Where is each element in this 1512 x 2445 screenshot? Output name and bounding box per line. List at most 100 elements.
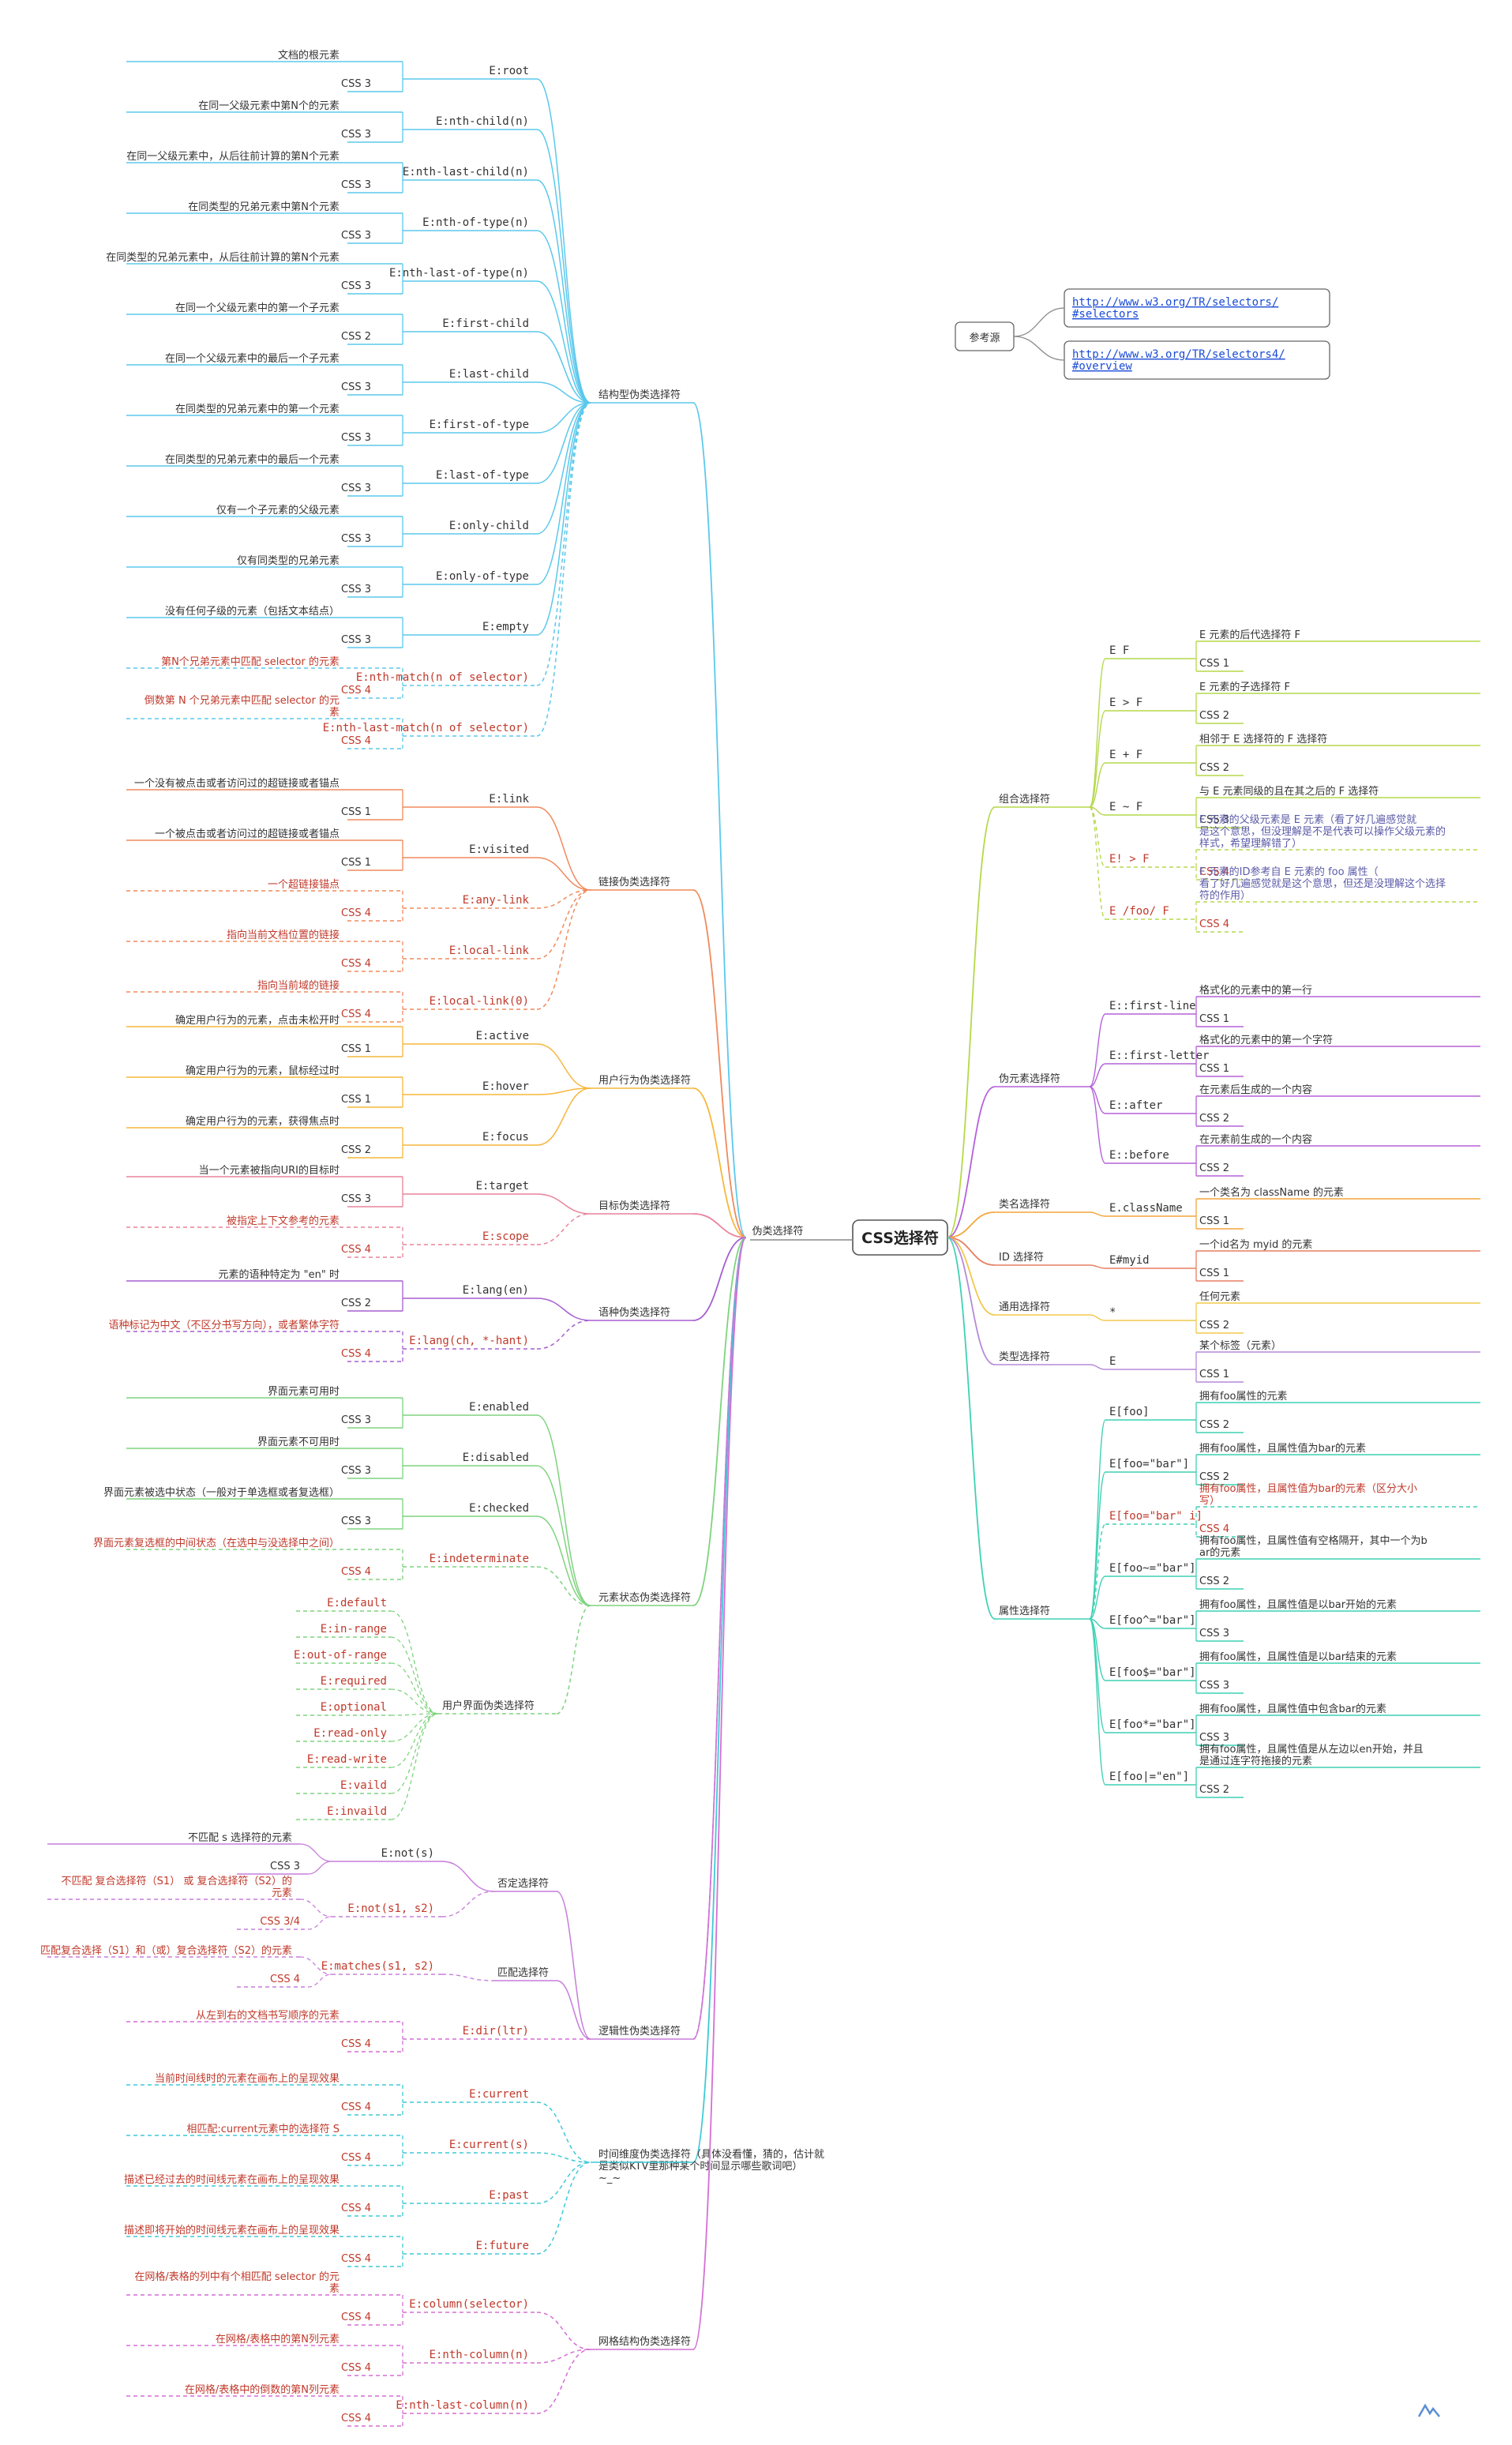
group-label-4: 语种伪类选择符 [598, 1306, 670, 1319]
connector-line [536, 2349, 591, 2414]
selector-node: E:last-child [449, 368, 529, 381]
selector-description: 格式化的元素中的第一个字符 [1199, 1034, 1333, 1046]
selector-node: E ~ F [1109, 801, 1142, 813]
connector-line [947, 806, 996, 1238]
selector-node: E:current(s) [449, 2139, 529, 2151]
selector-node: E:nth-last-child(n) [403, 166, 529, 178]
connector-line [1089, 1523, 1106, 1620]
connector-line [1089, 1264, 1106, 1269]
selector-description: 相邻于 E 选择符的 F 选择符 [1199, 733, 1327, 746]
css-version: CSS 3 [341, 78, 371, 90]
selector-description: 拥有foo属性，且属性值是以bar结束的元素 [1199, 1651, 1397, 1663]
css-version: CSS 4 [341, 2312, 371, 2323]
css-version: CSS 2 [1199, 1320, 1229, 1331]
selector-description: 文档的根元素 [278, 49, 340, 62]
selector-node: E:first-of-type [430, 419, 529, 431]
connector-line [390, 1662, 439, 1715]
selector-node: E[foo="bar" i] [1109, 1510, 1202, 1523]
selector-description: F 元素的父级元素是 E 元素（看了好几遍感觉就是这个意思，但没理解是不是代表可… [1199, 813, 1446, 850]
selector-description: 在同类型的兄弟元素中的最后一个元素 [165, 453, 340, 466]
selector-description: 界面元素复选框的中间状态（在选中与没选择中之间） [93, 1537, 340, 1549]
connector-line [390, 1713, 439, 1768]
connector-line [947, 1237, 996, 1365]
connector-line [1089, 806, 1106, 920]
connector-line [299, 1843, 332, 1862]
css-version: CSS 2 [1199, 1162, 1229, 1174]
selector-description: 确定用户行为的元素，点击未松开时 [175, 1014, 340, 1027]
connector-line [441, 1974, 494, 1981]
connector-line [1089, 1576, 1106, 1620]
selector-node: E:scope [482, 1230, 529, 1243]
css-version: CSS 4 [341, 1244, 371, 1256]
selector-description: 描述已经过去的时间线元素在画布上的呈现效果 [124, 2173, 340, 2186]
css-version: CSS 1 [1199, 1063, 1229, 1075]
subgroup-label: 用户界面伪类选择符 [442, 1699, 535, 1712]
connector-line [536, 1298, 591, 1321]
connector-line [390, 1713, 439, 1742]
selector-node: E /foo/ F [1109, 905, 1169, 918]
selector-description: 描述即将开始的时间线元素在画布上的呈现效果 [124, 2224, 340, 2237]
selector-node: E:last-of-type [436, 469, 529, 482]
selector-description: 没有任何子级的元素（包括文本结点） [165, 605, 340, 618]
selector-node: E:column(selector) [409, 2298, 529, 2311]
css-version: CSS 1 [1199, 1268, 1229, 1279]
selector-node: E:nth-child(n) [436, 115, 529, 128]
selector-node: E[foo] [1109, 1406, 1150, 1418]
connector-line [1089, 1471, 1106, 1620]
css-version: CSS 4 [1199, 866, 1229, 878]
ui-selector-node: E:in-range [321, 1623, 387, 1636]
connector-line [1089, 710, 1106, 808]
reference-label: 参考源 [969, 332, 1000, 344]
selector-node: E:only-of-type [436, 570, 529, 583]
connector-line [299, 1956, 332, 1975]
selector-node: E[foo*="bar"] [1109, 1718, 1196, 1731]
css-version: CSS 3 [341, 1414, 371, 1426]
connector-line [536, 2349, 591, 2364]
connector-line [1089, 762, 1106, 808]
connector-line [536, 1043, 591, 1089]
connector-line [692, 1237, 747, 2040]
css-version: CSS 4 [341, 1348, 371, 1360]
selector-node: E[foo^="bar"] [1109, 1614, 1196, 1627]
connector-line [536, 402, 591, 535]
selector-description: 在网格/表格中的第N列元素 [216, 2333, 340, 2345]
css-version: CSS 4 [341, 2101, 371, 2113]
selector-node: E:indeterminate [430, 1553, 529, 1565]
css-version: CSS 1 [341, 1043, 371, 1055]
css-version: CSS 3 [1199, 814, 1229, 826]
css-version: CSS 2 [1199, 762, 1229, 774]
right-group-label-3: ID 选择符 [999, 1251, 1044, 1264]
connector-line [692, 1237, 747, 2163]
css-version: CSS 3 [341, 533, 371, 545]
css-version: CSS 1 [341, 806, 371, 818]
css-version: CSS 2 [1199, 1576, 1229, 1587]
ui-selector-node: E:optional [321, 1701, 387, 1714]
connector-line [307, 1974, 332, 1988]
css-version: CSS 1 [341, 857, 371, 869]
connector-line [536, 402, 591, 484]
selector-description: 与 E 元素同级的且在其之后的 F 选择符 [1199, 785, 1379, 798]
css-version: CSS 4 [270, 1974, 300, 1985]
selector-description: 界面元素被选中状态（一般对于单选框或者复选框） [103, 1486, 340, 1499]
css-version: CSS 4 [341, 2253, 371, 2265]
selector-node: E:matches(s1, s2) [321, 1960, 434, 1973]
css-version: CSS 1 [1199, 1013, 1229, 1025]
css-version: CSS 4 [341, 958, 371, 970]
connector-line [1089, 1618, 1106, 1681]
css-version: CSS 2 [1199, 1419, 1229, 1431]
connector-line [536, 2152, 591, 2163]
selector-node: E! > F [1109, 853, 1150, 866]
connector-line [390, 1713, 439, 1794]
selector-node: E:nth-column(n) [430, 2349, 529, 2361]
group-label-9: 网格结构伪类选择符 [598, 2335, 691, 2348]
selector-node: E:enabled [469, 1401, 529, 1414]
connector-line [536, 889, 591, 1010]
css-version: CSS 2 [341, 1144, 371, 1156]
connector-line [692, 1237, 747, 2350]
connector-line [536, 2161, 591, 2255]
selector-description: 拥有foo属性，且属性值中包含bar的元素 [1199, 1703, 1386, 1715]
connector-line [536, 402, 591, 585]
group-label-2: 用户行为伪类选择符 [598, 1074, 691, 1087]
